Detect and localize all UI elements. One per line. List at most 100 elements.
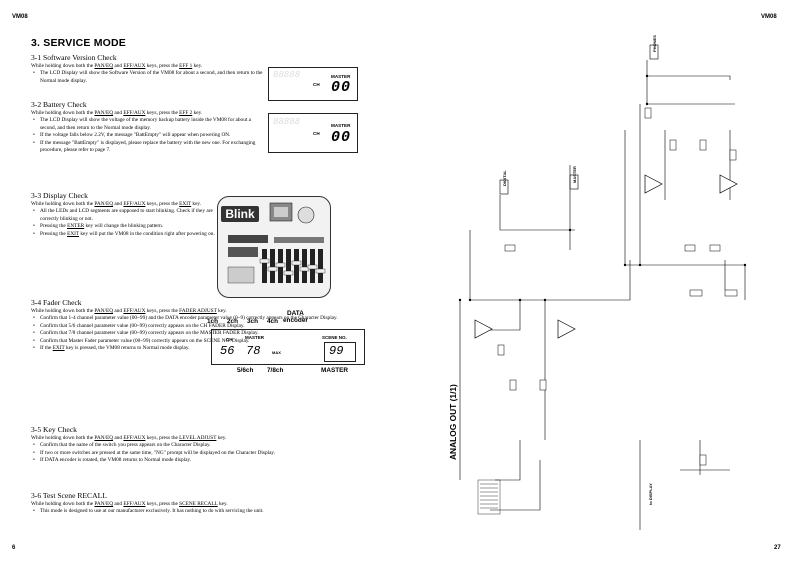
- label-7-8ch: 7/8ch: [267, 367, 284, 374]
- lcd-ch-label: CH: [313, 131, 320, 136]
- bullet-item: Confirm that 5/6 channel parameter value…: [31, 322, 371, 331]
- right-page: VM08 27: [400, 0, 793, 561]
- key-name: EFF 2: [179, 110, 193, 116]
- key-name: PAN/EQ: [94, 201, 114, 207]
- key-name: EXIT: [52, 345, 65, 352]
- key-name: PAN/EQ: [94, 110, 114, 116]
- bullet-item: All the LEDs and LCD segments are suppos…: [31, 208, 216, 223]
- fader-lcd: CH MASTER 56 78 MAX SCENE NO. 99: [211, 329, 365, 365]
- label-4ch: 4ch: [267, 318, 279, 325]
- fader-lcd-master: MASTER: [245, 335, 264, 340]
- label-digital: DIGITAL: [502, 170, 507, 186]
- lcd-battery: 88888 CH MASTER 00: [268, 113, 358, 153]
- left-header: VM08: [12, 14, 28, 20]
- key-name: EFF/AUX: [123, 63, 146, 69]
- label-3ch: 3ch: [247, 318, 259, 325]
- text-run: key.: [216, 435, 227, 441]
- section-intro: While holding down both the PAN/EQ and E…: [31, 63, 263, 70]
- text-run: key.: [217, 501, 228, 507]
- text-run: If the: [40, 345, 53, 352]
- text-run: Confirm that 7/8 channel parameter value…: [40, 330, 259, 337]
- key-name: EFF 1: [179, 63, 193, 69]
- label-master: MASTER: [572, 166, 577, 183]
- bullet-item: If the voltage falls below 2.2V, the mes…: [31, 132, 263, 140]
- text-run: Confirm that 1-4 channel parameter value…: [40, 315, 338, 322]
- key-name: PAN/EQ: [94, 63, 114, 69]
- bullet-list: All the LEDs and LCD segments are suppos…: [31, 208, 216, 238]
- vm08-device-illustration: [217, 196, 331, 298]
- bullet-item: Confirm that 7/8 channel parameter value…: [31, 330, 371, 338]
- text-run: key.: [192, 63, 203, 69]
- section-heading: 3-6 Test Scene RECALL: [31, 491, 107, 500]
- key-name: EXIT: [179, 201, 192, 207]
- schematic-title: ANALOG OUT (1/1): [448, 384, 458, 460]
- key-name: EFF/AUX: [123, 501, 146, 507]
- bullet-item: If the EXIT key is pressed, the VM08 ret…: [31, 345, 371, 353]
- section-heading: 3-5 Key Check: [31, 425, 77, 434]
- text-run: and: [113, 110, 124, 116]
- key-name: PAN/EQ: [94, 501, 114, 507]
- key-name: FADER ADJUST: [179, 308, 217, 314]
- key-name: PAN/EQ: [94, 435, 114, 441]
- text-run: Confirm that 5/6 channel parameter value…: [40, 322, 245, 329]
- bullet-item: If two or more switches are pressed at t…: [31, 450, 371, 458]
- text-run: and: [113, 501, 124, 507]
- fader-check-diagram: 1ch 2ch 3ch 4ch DATA encoder CH MASTER 5…: [207, 310, 369, 380]
- blink-label: Blink: [221, 206, 259, 222]
- label-2ch: 2ch: [227, 318, 239, 325]
- bullet-list: This mode is designed to use at our manu…: [31, 508, 371, 516]
- text-run: key.: [191, 201, 202, 207]
- left-page-number: 6: [12, 545, 16, 551]
- fader-lcd-ch: CH: [226, 337, 233, 342]
- section-intro: While holding down both the PAN/EQ and E…: [31, 308, 371, 315]
- text-run: and: [113, 308, 124, 314]
- text-run: keys, press the: [145, 308, 180, 314]
- text-run: key is pressed, the VM08 returns to Norm…: [64, 345, 190, 352]
- key-name: EFF/AUX: [123, 435, 146, 441]
- label-master-bottom: MASTER: [321, 367, 348, 374]
- section-heading: 3-2 Battery Check: [31, 100, 87, 109]
- key-name: EXIT: [67, 230, 80, 237]
- fader-lcd-scene-no: SCENE NO.: [322, 335, 347, 340]
- bullet-item: If the message "BattEmpty" is displayed,…: [31, 140, 263, 155]
- text-run: and: [113, 435, 124, 441]
- text-run: and: [113, 201, 124, 207]
- section-intro: While holding down both the PAN/EQ and E…: [31, 201, 216, 208]
- bullet-item: If DATA encoder is rotated, the VM08 ret…: [31, 457, 371, 465]
- text-run: and: [113, 63, 124, 69]
- text-run: While holding down both the: [31, 63, 95, 69]
- scene-no-box: 99: [324, 342, 356, 362]
- section-intro: While holding down both the PAN/EQ and E…: [31, 110, 263, 117]
- scene-digits: 99: [329, 344, 344, 358]
- text-run: While holding down both the: [31, 110, 95, 116]
- lcd-digits: 00: [331, 79, 352, 96]
- page-title: 3. SERVICE MODE: [31, 37, 126, 49]
- key-name: EFF/AUX: [123, 308, 146, 314]
- key-name: ENTER: [67, 223, 85, 230]
- text-run: keys, press the: [145, 110, 180, 116]
- text-run: All the LEDs and LCD segments are suppos…: [40, 208, 213, 222]
- bullet-item: The LCD Display will show the Software V…: [31, 70, 263, 85]
- bullet-item: This mode is designed to use at our manu…: [31, 508, 371, 516]
- bullet-item: Confirm that 1-4 channel parameter value…: [31, 315, 371, 323]
- text-run: While holding down both the: [31, 201, 95, 207]
- lcd-ch-label: CH: [313, 82, 320, 87]
- text-run: keys, press the: [145, 501, 180, 507]
- analog-out-schematic: [458, 44, 747, 530]
- bullet-list: The LCD Display will show the voltage of…: [31, 117, 263, 154]
- key-name: SCENE RECALL: [179, 501, 218, 507]
- section-intro: While holding down both the PAN/EQ and E…: [31, 435, 371, 442]
- text-run: key.: [192, 110, 203, 116]
- label-1ch: 1ch: [207, 318, 219, 325]
- section-heading: 3-4 Fader Check: [31, 298, 82, 307]
- lcd-master-label: MASTER: [331, 123, 351, 128]
- fader-lcd-ch-digits: 56: [220, 344, 235, 358]
- bullet-item: Pressing the ENTER key will change the b…: [31, 223, 216, 231]
- text-run: Confirm that Master Fader parameter valu…: [40, 337, 250, 344]
- label-phones: PHONES: [652, 35, 657, 52]
